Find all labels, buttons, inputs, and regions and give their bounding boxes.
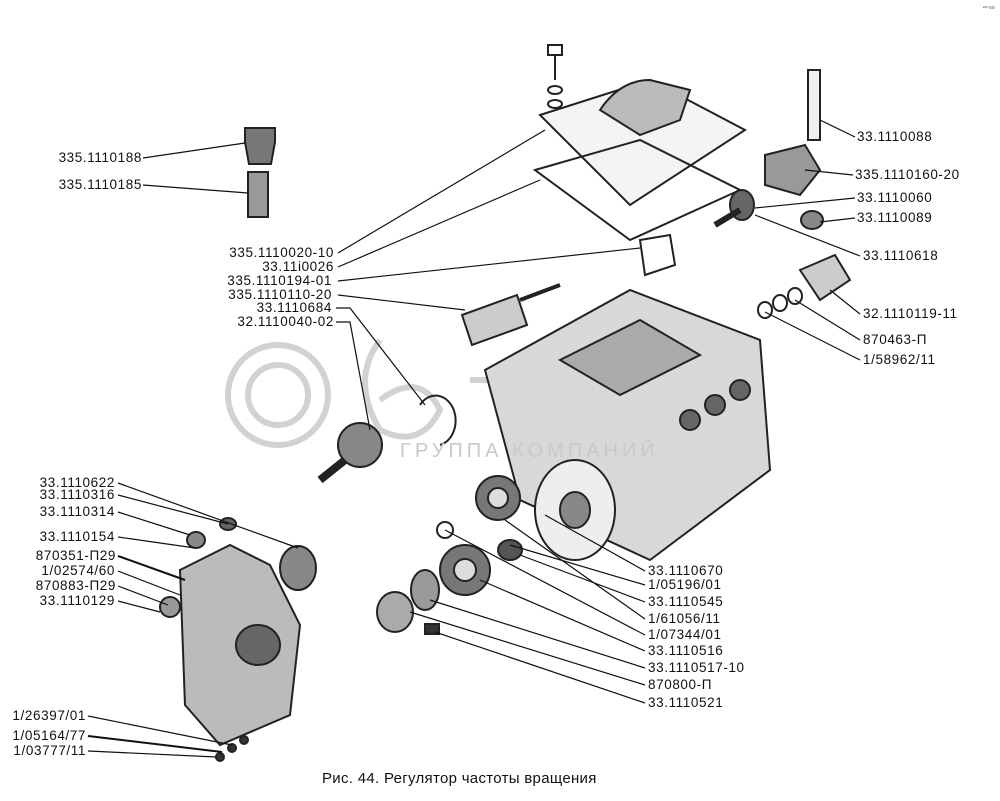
part-label: 335.1110188 [58,150,142,165]
part-label: 1/07344/01 [648,627,722,642]
part-label: 335.1110194-01 [227,273,332,288]
part-label: 33.1110060 [857,190,933,205]
part-label: 33.1110088 [857,129,933,144]
part-label: 335.1110160-20 [855,167,960,182]
watermark: ГРУППА КОМПАНИЙ [400,440,659,462]
part-label: 33.1110314 [39,504,115,519]
part-label: 33.11i0026 [262,259,334,274]
part-label: 870463-П [863,332,928,347]
leader-lines [87,119,861,758]
part-label: 1/03777/11 [13,743,86,758]
part-label: 335.1110110-20 [228,287,332,302]
part-label: 870351-П29 [35,548,116,563]
part-label: 33.1110622 [39,475,115,490]
part-label: 1/05196/01 [648,577,722,592]
part-label: 870800-П [648,677,713,692]
part-label: 1/02574/60 [41,563,115,578]
part-label: 33.1110316 [39,487,115,502]
part-label: 33.1110517-10 [648,660,745,675]
part-shapes [159,44,852,762]
part-label: 33.1110089 [857,210,933,225]
part-label: 33.1110670 [648,563,724,578]
part-label: 1/26397/01 [12,708,86,723]
part-label: 33.1110684 [256,300,332,315]
part-label: 33.1110618 [863,248,939,263]
part-label: 33.1110154 [39,529,115,544]
part-label: 33.1110521 [648,695,724,710]
part-label: 32.1110119-11 [863,306,958,321]
part-label: 335.1110185 [58,177,142,192]
part-label: 870883-П29 [35,578,116,593]
part-label: 1/05164/77 [12,728,86,743]
part-label: 335.1110020-10 [229,245,334,260]
part-label: 33.1110129 [39,593,115,608]
corner-mark: •ᵐ ≡≡ [983,5,995,11]
figure-caption: Рис. 44. Регулятор частоты вращения [322,770,597,787]
part-label: 32.1110040-02 [237,314,334,329]
part-label: 33.1110545 [648,594,724,609]
part-label: 1/58962/11 [863,352,936,367]
part-label: 33.1110516 [648,643,724,658]
part-label: 1/61056/11 [648,611,721,626]
